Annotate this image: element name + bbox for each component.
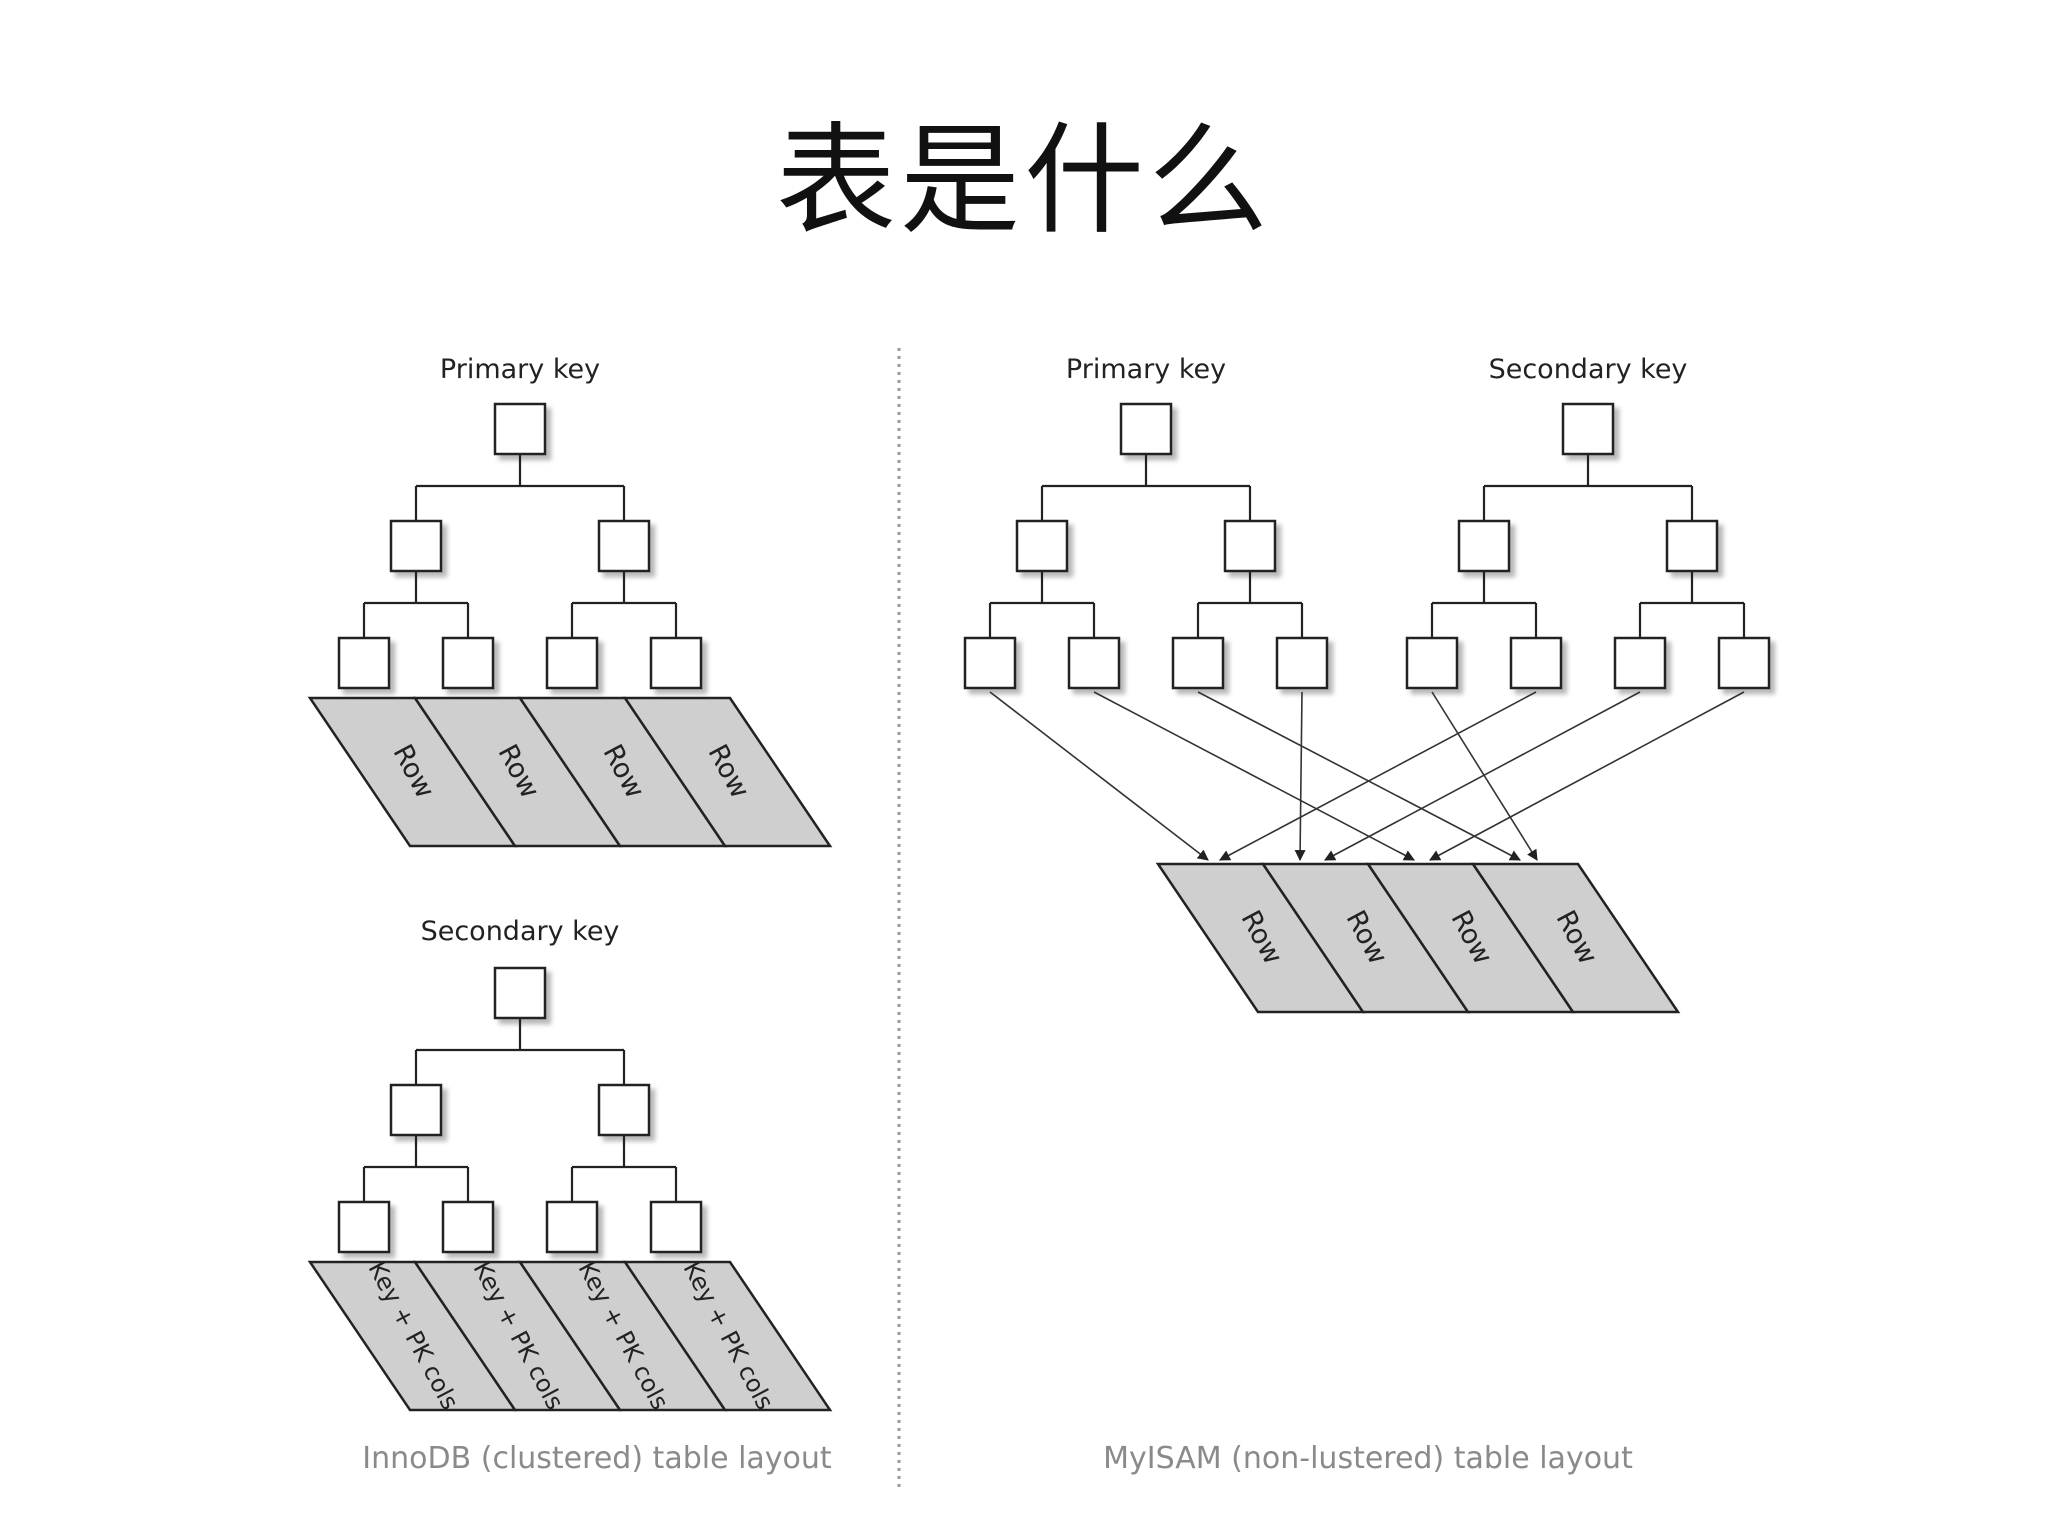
row-pointer-arrow (989, 691, 1209, 861)
row-pointer-arrow (1197, 691, 1521, 861)
row-pointer-arrow (1429, 691, 1745, 861)
tree-node (963, 636, 1017, 690)
tree-connector (1196, 571, 1304, 638)
tree-node (1015, 519, 1069, 573)
innodb-primary-key-tree (337, 402, 703, 690)
myisam-primary-key-label: Primary key (1066, 354, 1226, 385)
leaf-cell (622, 1260, 833, 1412)
tree-node (1275, 636, 1329, 690)
tree-connector (1040, 454, 1252, 521)
slide-title: 表是什么 (776, 112, 1272, 251)
row-pointer-arrow (1431, 691, 1538, 861)
innodb-caption: InnoDB (clustered) table layout (362, 1441, 832, 1476)
tree-connector (988, 571, 1096, 638)
tree-node (441, 1200, 495, 1254)
tree-connector (1482, 454, 1694, 521)
tree-node (1613, 636, 1667, 690)
tree-node (1561, 402, 1615, 456)
tree-node (389, 1083, 443, 1137)
tree-node (545, 1200, 599, 1254)
row-pointer-arrow (1219, 691, 1537, 861)
innodb-primary-key-label: Primary key (440, 354, 600, 385)
tree-node (441, 636, 495, 690)
tree-node (493, 966, 547, 1020)
tree-node (337, 1200, 391, 1254)
innodb-secondary-key-tree (337, 966, 703, 1254)
myisam-caption: MyISAM (non-lustered) table layout (1103, 1441, 1633, 1476)
tree-node (649, 636, 703, 690)
tree-connector (414, 1018, 626, 1085)
tree-node (597, 1083, 651, 1137)
tree-node (1067, 636, 1121, 690)
tree-node (1457, 519, 1511, 573)
tree-node (1405, 636, 1459, 690)
tree-node (1223, 519, 1277, 573)
tree-node (545, 636, 599, 690)
tree-node (1509, 636, 1563, 690)
tree-node (597, 519, 651, 573)
tree-connector (570, 1135, 678, 1202)
tree-connector (1638, 571, 1746, 638)
tree-connector (1430, 571, 1538, 638)
row-pointer-arrow (1324, 691, 1641, 861)
tree-node (493, 402, 547, 456)
myisam-secondary-key-tree (1405, 402, 1771, 690)
myisam-pointer-arrows (989, 691, 1745, 862)
row-pointer-arrow (1294, 691, 1306, 862)
leaf-cell (622, 696, 833, 848)
tree-node (649, 1200, 703, 1254)
tree-node (1171, 636, 1225, 690)
tree-connector (414, 454, 626, 521)
tree-node (1717, 636, 1771, 690)
myisam-secondary-key-label: Secondary key (1489, 354, 1688, 385)
tree-connector (362, 571, 470, 638)
tree-connector (570, 571, 678, 638)
tree-node (1119, 402, 1173, 456)
tree-node (337, 636, 391, 690)
tree-node (1665, 519, 1719, 573)
myisam-primary-key-tree (963, 402, 1329, 690)
tree-node (389, 519, 443, 573)
tree-connector (362, 1135, 470, 1202)
leaf-cell (1470, 862, 1681, 1014)
innodb-secondary-key-label: Secondary key (421, 916, 620, 947)
row-pointer-arrow (1093, 691, 1415, 861)
